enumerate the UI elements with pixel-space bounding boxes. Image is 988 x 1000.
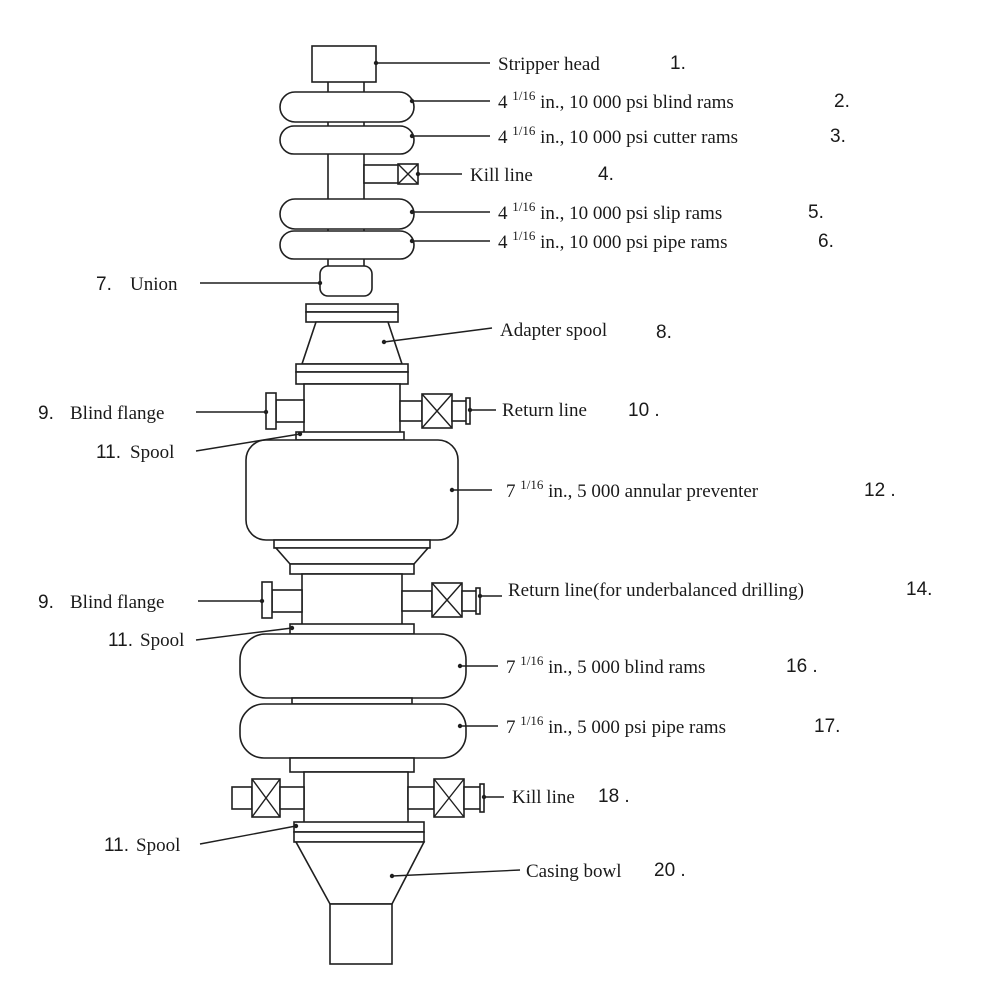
bop-stack (231, 45, 485, 965)
label-return-line-2: Return line(for underbalanced drilling) (508, 580, 804, 601)
return-valve-1-x-icon (421, 393, 453, 429)
num-2: 2. (834, 91, 850, 112)
kill-valve-left-x-icon (251, 778, 281, 818)
adapter-flange-top (305, 303, 399, 313)
num-1: 1. (670, 53, 686, 74)
kill-line-left-pipe (279, 786, 305, 810)
label-pipe-rams-top: 4 1/16 in., 10 000 psi pipe rams (498, 228, 727, 253)
label-blind-flange-1: Blind flange (70, 403, 164, 424)
label-blind-rams-top: 4 1/16 in., 10 000 psi blind rams (498, 88, 734, 113)
kill-valve-top-x-icon (397, 163, 419, 185)
casing-pipe (329, 903, 393, 965)
num-7: 7. (96, 274, 112, 295)
num-10: 10 . (628, 400, 660, 421)
slip-rams (279, 198, 415, 230)
label-annular-preventer: 7 1/16 in., 5 000 annular preventer (506, 477, 759, 502)
return-line-pipe-1a (399, 400, 423, 422)
spool-body-2 (301, 573, 403, 627)
leader-lines (195, 60, 521, 879)
label-cutter-rams: 4 1/16 in., 10 000 psi cutter rams (498, 123, 738, 148)
num-9-b: 9. (38, 592, 54, 613)
num-11-a: 11. (96, 442, 121, 463)
adapter-flange-top-2 (305, 311, 399, 323)
pipe-rams-top (279, 230, 415, 260)
num-8: 8. (656, 322, 672, 343)
pipe-rams-bottom (239, 703, 467, 759)
label-kill-line-top: Kill line (470, 165, 533, 186)
label-spool-2: Spool (140, 630, 184, 651)
return-line-cap-2 (475, 587, 481, 615)
label-spool-1: Spool (130, 442, 174, 463)
blind-flange-pipe-2 (271, 589, 303, 613)
blind-flange-pipe-1 (275, 399, 305, 423)
annular-base-flange (289, 563, 415, 575)
kill-line-left-cap (231, 786, 253, 810)
blind-rams-bottom (239, 633, 467, 699)
label-return-line-1: Return line (502, 400, 587, 421)
label-union: Union (130, 274, 178, 295)
kill-line-pipe-top (363, 164, 401, 184)
label-casing-bowl: Casing bowl (526, 861, 622, 882)
num-5: 5. (808, 202, 824, 223)
lower-flange-mid (289, 757, 415, 773)
annular-flange-bottom (273, 539, 431, 549)
adapter-flange-bottom (295, 363, 409, 373)
num-14: 14. (906, 579, 932, 600)
label-blind-flange-2: Blind flange (70, 592, 164, 613)
blind-rams-top (279, 91, 415, 123)
spool-body-1 (303, 383, 401, 437)
label-slip-rams: 4 1/16 in., 10 000 psi slip rams (498, 199, 722, 224)
cutter-rams (279, 125, 415, 155)
annular-base-taper (274, 547, 430, 565)
union-body (319, 265, 373, 297)
num-20: 20 . (654, 860, 686, 881)
casing-bowl-taper (294, 841, 426, 905)
num-6: 6. (818, 231, 834, 252)
annular-preventer-body (245, 439, 459, 541)
label-blind-rams-bottom: 7 1/16 in., 5 000 blind rams (506, 653, 705, 678)
num-4: 4. (598, 164, 614, 185)
lower-flange-top (289, 623, 415, 635)
casing-bowl-flange-2 (293, 831, 425, 843)
label-kill-line-bottom: Kill line (512, 787, 575, 808)
kill-line-right-pipe (407, 786, 435, 810)
num-18: 18 . (598, 786, 630, 807)
num-9-a: 9. (38, 403, 54, 424)
spool-body-3 (303, 771, 409, 825)
annular-flange-top (295, 431, 405, 441)
num-11-c: 11. (104, 835, 129, 856)
adapter-spool-taper (300, 321, 404, 365)
casing-bowl-flange-1 (293, 821, 425, 833)
return-line-pipe-2a (401, 590, 433, 612)
labels: Stripper head 1. 4 1/16 in., 10 000 psi … (38, 53, 932, 882)
return-valve-2-x-icon (431, 582, 463, 618)
label-pipe-rams-bottom: 7 1/16 in., 5 000 psi pipe rams (506, 713, 726, 738)
label-adapter-spool: Adapter spool (500, 320, 607, 341)
kill-valve-right-x-icon (433, 778, 465, 818)
num-12: 12 . (864, 480, 896, 501)
num-17: 17. (814, 716, 840, 737)
adapter-flange-bottom-2 (295, 371, 409, 385)
label-stripper-head: Stripper head (498, 54, 600, 75)
label-spool-3: Spool (136, 835, 180, 856)
stripper-head (311, 45, 377, 83)
ram-connector (291, 697, 413, 705)
num-16: 16 . (786, 656, 818, 677)
num-3: 3. (830, 126, 846, 147)
num-11-b: 11. (108, 630, 133, 651)
